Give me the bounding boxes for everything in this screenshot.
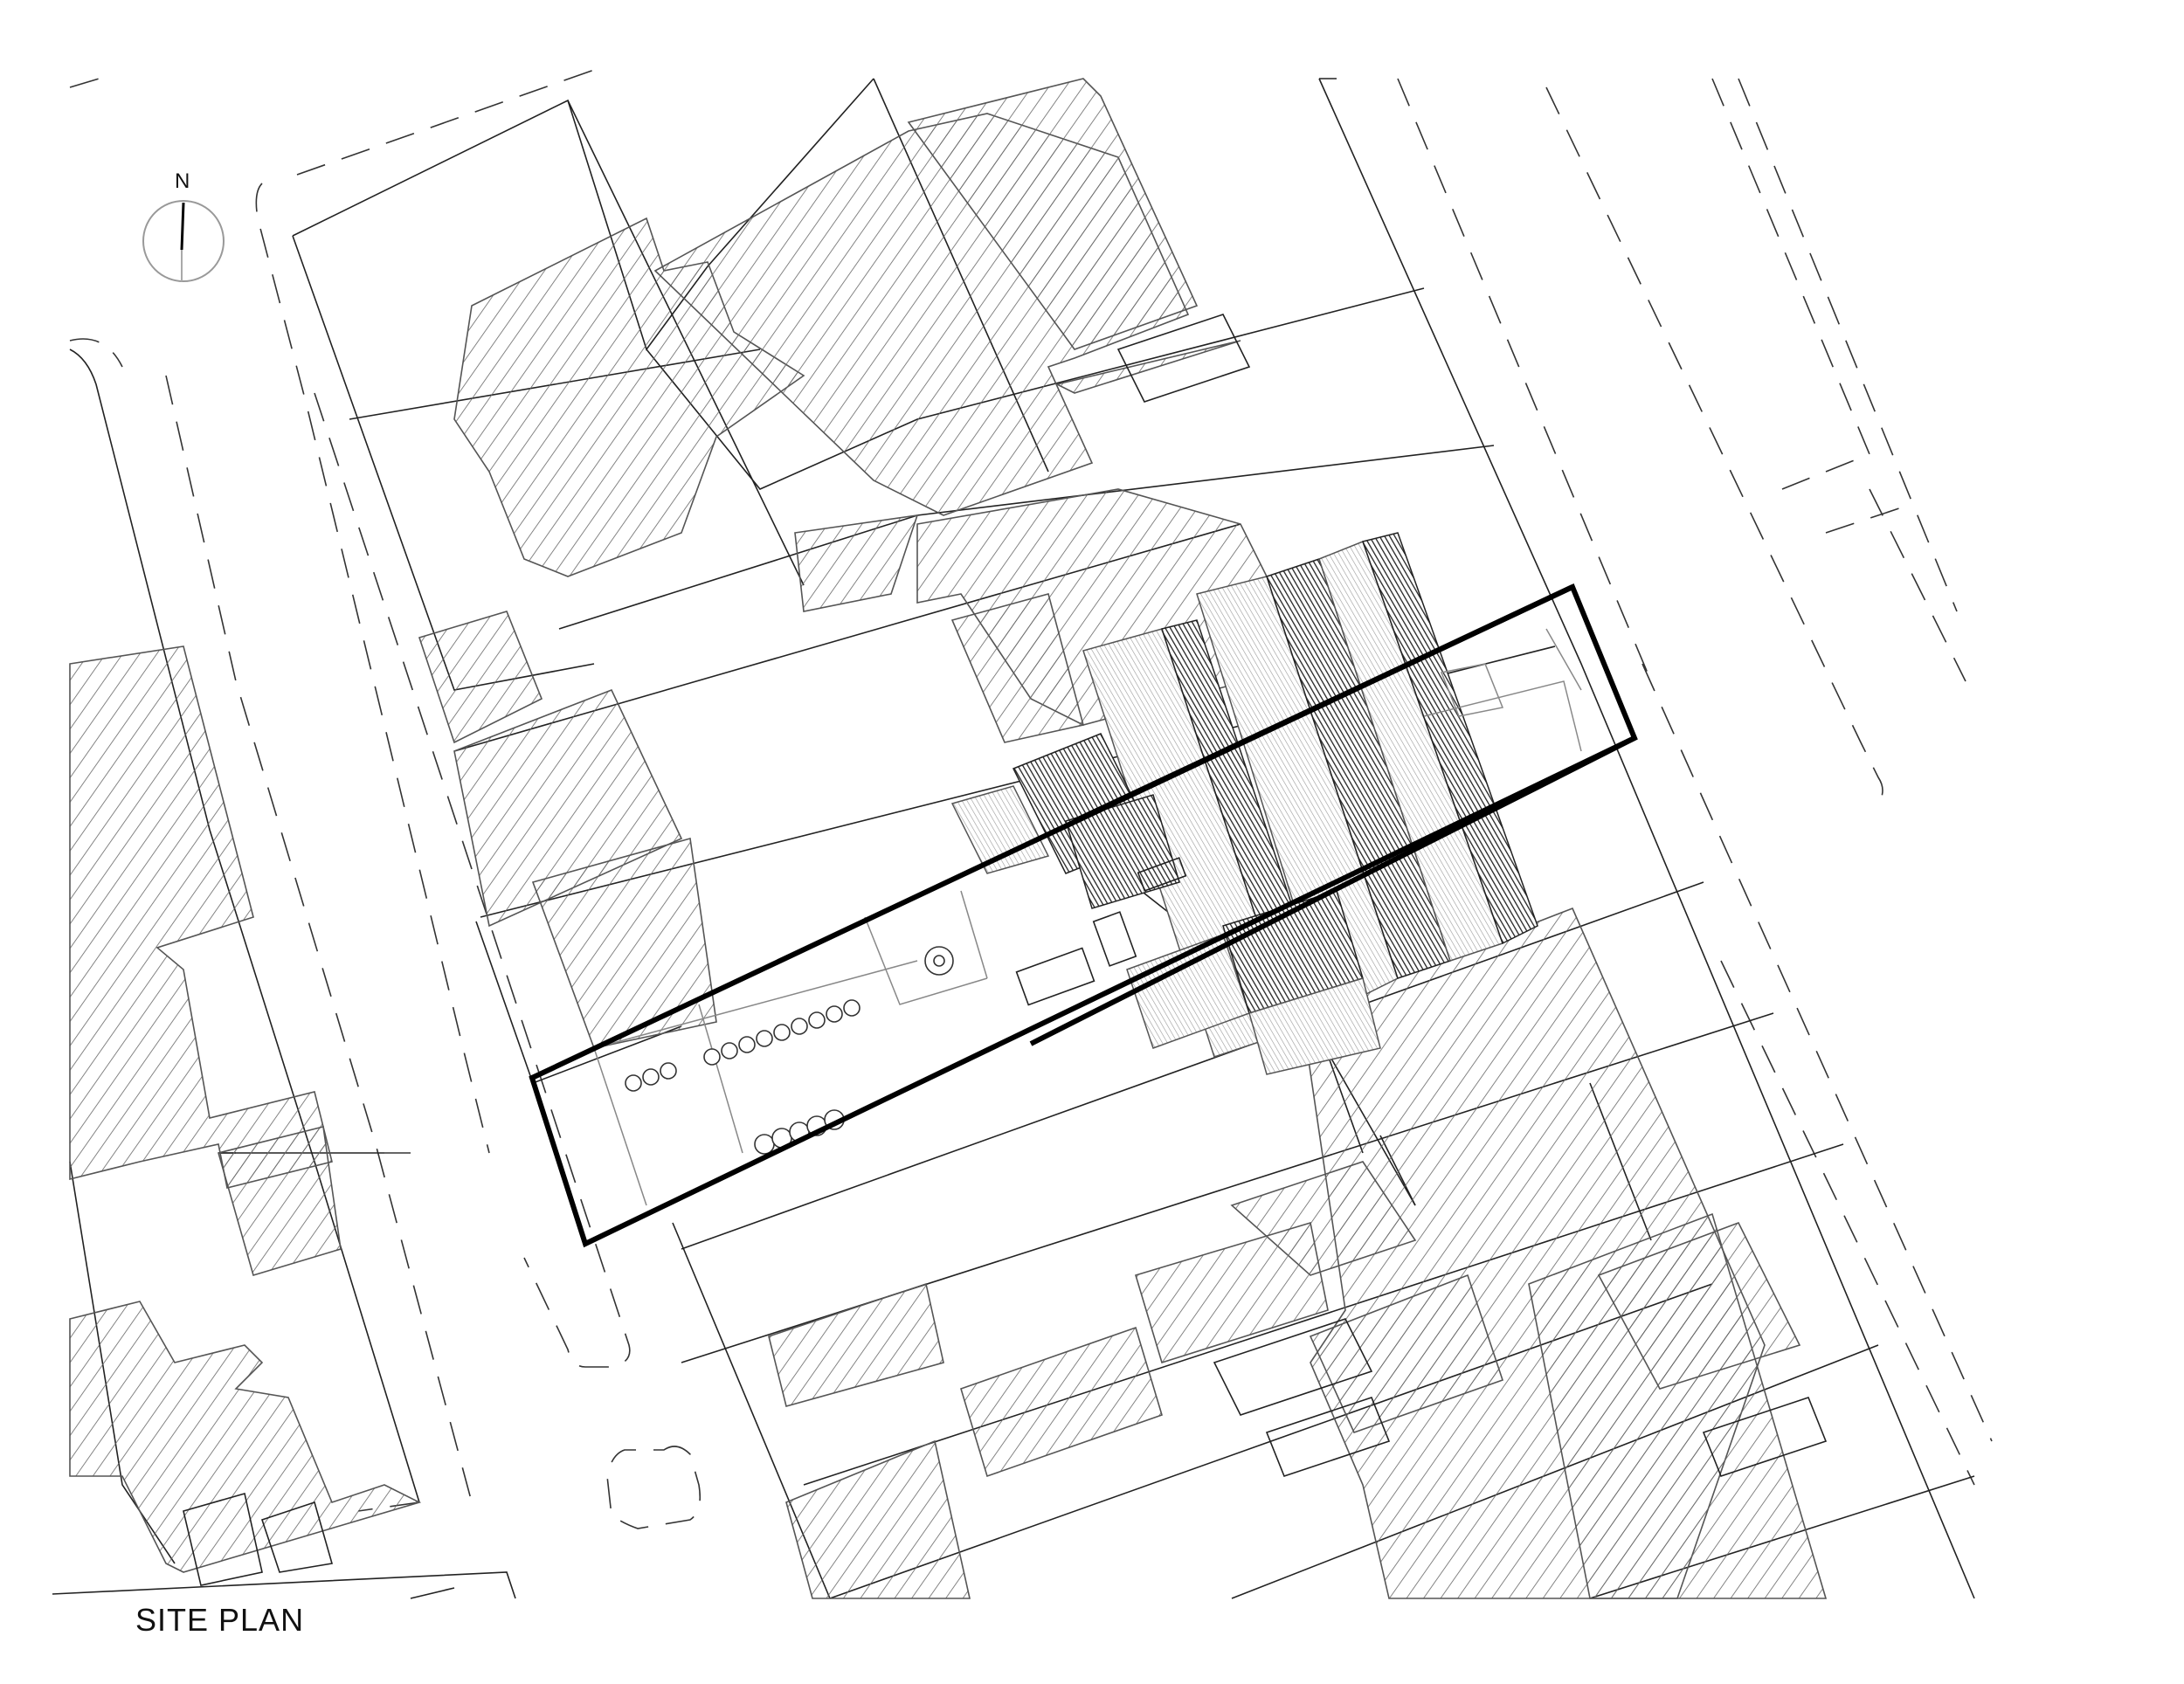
drawing-title: SITE PLAN [135,1602,305,1638]
site-boundary [529,583,1638,1248]
garden-layout [593,628,1582,1206]
north-arrow [142,200,225,282]
outbuildings [183,314,1828,1586]
neighbouring-buildings [69,78,1828,1599]
garden-trees [625,946,954,1155]
north-label: N [175,169,190,193]
